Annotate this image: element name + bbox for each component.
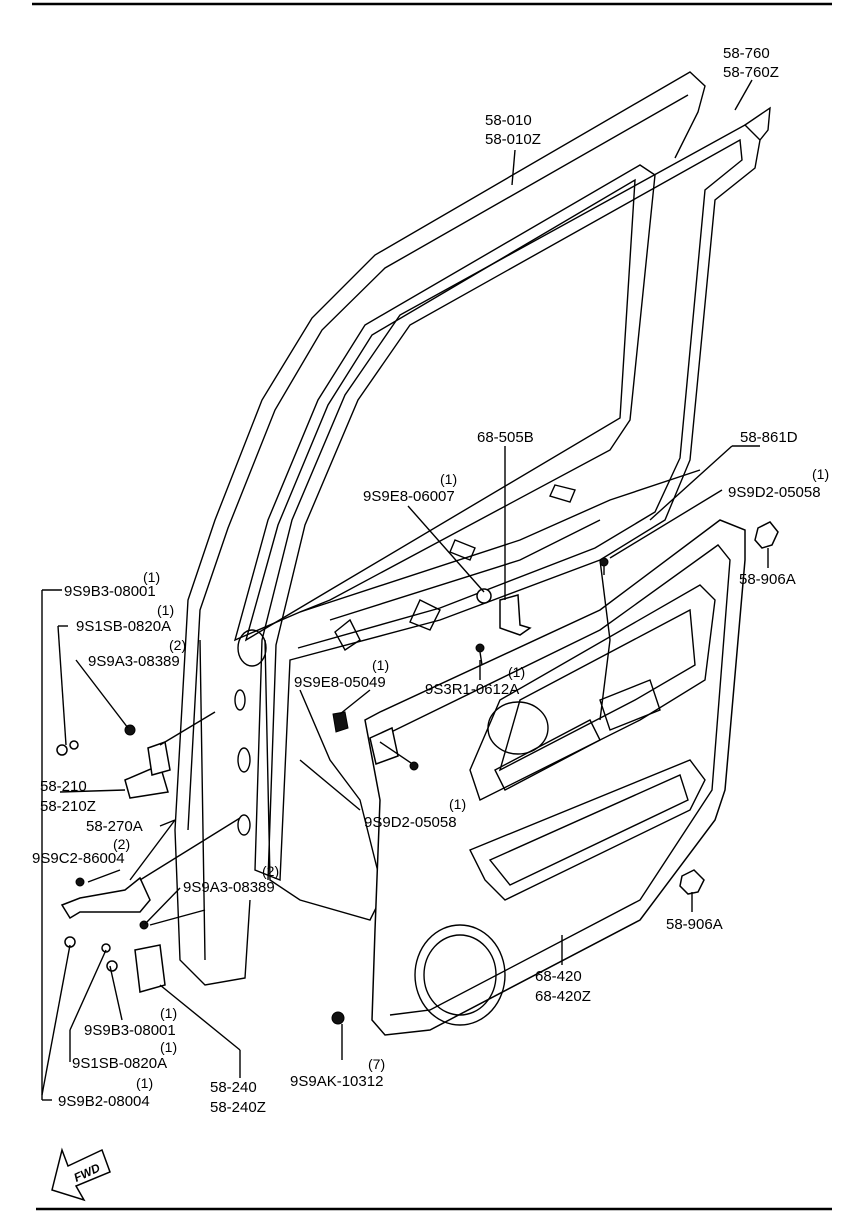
callout-9s9ak-10312: (7) 9S9AK-10312 bbox=[290, 1056, 385, 1090]
callout-9s9e8-05049-qty: (1) bbox=[372, 657, 389, 673]
weatherstrip-illustration bbox=[254, 106, 771, 882]
callout-9s9b2-08004: (1) 9S9B2-08004 bbox=[58, 1075, 153, 1110]
callout-9s3r1-0612a: (1) 9S3R1-0612A bbox=[425, 664, 525, 698]
callout-58-010-line2: 58-010Z bbox=[485, 131, 541, 148]
fastener-parts bbox=[56, 521, 779, 1025]
bracket-68-505b-icon bbox=[499, 594, 532, 636]
callout-58-906a-low-line1: 58-906A bbox=[666, 916, 723, 933]
callout-9s1sb-0820a-bot-part: 9S1SB-0820A bbox=[72, 1055, 167, 1072]
callout-9s9a3-08389-mid: 9S9A3-08389 (2) bbox=[183, 863, 279, 896]
callout-9s9a3-08389-top: (2) 9S9A3-08389 bbox=[88, 637, 186, 670]
hinge-lower-icon bbox=[134, 944, 166, 993]
callout-9s9ak-10312-qty: (7) bbox=[368, 1056, 385, 1072]
callout-9s9b3-08001-bot-part: 9S9B3-08001 bbox=[84, 1022, 176, 1039]
callout-58-010: 58-010 58-010Z bbox=[485, 112, 541, 148]
callout-9s9a3-08389-top-part: 9S9A3-08389 bbox=[88, 653, 180, 670]
callout-9s9e8-06007-qty: (1) bbox=[440, 471, 457, 487]
callout-58-861d: 58-861D bbox=[740, 429, 798, 446]
callout-9s1sb-0820a-bot-qty: (1) bbox=[160, 1039, 177, 1055]
callout-58-270a-line1: 58-270A bbox=[86, 818, 143, 835]
trim-panel-illustration bbox=[364, 519, 746, 1036]
door-checker-icon bbox=[60, 876, 151, 920]
callout-68-505b-line1: 68-505B bbox=[477, 429, 534, 446]
leader-lines bbox=[41, 79, 769, 1101]
callout-9s9d2-05058-top: (1) 9S9D2-05058 bbox=[728, 466, 829, 501]
callout-9s1sb-0820a-top-qty: (1) bbox=[157, 602, 174, 618]
callout-58-240-line1: 58-240 bbox=[210, 1079, 257, 1096]
callout-9s9b2-08004-qty: (1) bbox=[136, 1075, 153, 1091]
callout-9s9b3-08001-top-qty: (1) bbox=[143, 569, 160, 585]
callout-9s9c2-86004-qty: (2) bbox=[113, 836, 130, 852]
callout-9s3r1-0612a-qty: (1) bbox=[508, 664, 525, 680]
nut-9s9e8-06007-icon bbox=[476, 588, 492, 604]
callout-9s9d2-05058-top-qty: (1) bbox=[812, 466, 829, 482]
callout-58-240-line2: 58-240Z bbox=[210, 1099, 266, 1116]
callout-58-760-line2: 58-760Z bbox=[723, 64, 779, 81]
callout-58-010-line1: 58-010 bbox=[485, 112, 532, 129]
callout-9s9ak-10312-part: 9S9AK-10312 bbox=[290, 1073, 383, 1090]
callout-9s9c2-86004-part: 9S9C2-86004 bbox=[32, 850, 125, 867]
callout-58-760-line1: 58-760 bbox=[723, 45, 770, 62]
callout-9s1sb-0820a-top-part: 9S1SB-0820A bbox=[76, 618, 171, 635]
callout-9s9a3-08389-mid-part: 9S9A3-08389 bbox=[183, 879, 275, 896]
callout-9s9b3-08001-bot: 9S9B3-08001 (1) bbox=[84, 1005, 177, 1039]
clip-9s9e8-05049-icon bbox=[332, 711, 349, 733]
callout-9s9d2-05058-top-part: 9S9D2-05058 bbox=[728, 484, 821, 501]
callout-58-240: 58-240 58-240Z bbox=[210, 1079, 266, 1116]
callout-68-505b: 68-505B bbox=[477, 429, 534, 446]
callout-9s9a3-08389-mid-qty: (2) bbox=[262, 863, 279, 879]
callout-9s1sb-0820a-bot: 9S1SB-0820A (1) bbox=[72, 1039, 177, 1072]
callout-9s1sb-0820a-top: (1) 9S1SB-0820A bbox=[76, 602, 174, 635]
clip-58-906a-low-icon bbox=[679, 869, 705, 895]
callout-68-420-line1: 68-420 bbox=[535, 968, 582, 985]
callout-9s9b2-08004-part: 9S9B2-08004 bbox=[58, 1093, 150, 1110]
callout-9s9b3-08001-top-part: 9S9B3-08001 bbox=[64, 583, 156, 600]
callout-58-210: 58-210 58-210Z bbox=[40, 778, 96, 815]
callout-9s9d2-05058-mid-part: 9S9D2-05058 bbox=[364, 814, 457, 831]
clip-58-906a-top-icon bbox=[754, 521, 779, 549]
callout-9s9a3-08389-top-qty: (2) bbox=[169, 637, 186, 653]
callout-9s3r1-0612a-part: 9S3R1-0612A bbox=[425, 681, 519, 698]
callout-9s9d2-05058-mid: (1) 9S9D2-05058 bbox=[364, 796, 466, 831]
callout-58-270a: 58-270A bbox=[86, 818, 143, 835]
callout-68-420: 68-420 68-420Z bbox=[535, 968, 591, 1005]
callout-58-760: 58-760 58-760Z bbox=[723, 45, 779, 81]
callout-58-906a-top: 58-906A bbox=[739, 571, 796, 588]
callout-58-906a-low: 58-906A bbox=[666, 916, 723, 933]
callout-9s9d2-05058-mid-qty: (1) bbox=[449, 796, 466, 812]
callout-9s9b3-08001-bot-qty: (1) bbox=[160, 1005, 177, 1021]
callout-9s9e8-06007-part: 9S9E8-06007 bbox=[363, 488, 455, 505]
callout-58-861d-line1: 58-861D bbox=[740, 429, 798, 446]
fwd-arrow-icon: FWD bbox=[51, 1147, 111, 1202]
callout-9s9e8-06007: (1) 9S9E8-06007 bbox=[363, 471, 457, 505]
callout-58-906a-top-line1: 58-906A bbox=[739, 571, 796, 588]
callout-9s9e8-05049: (1) 9S9E8-05049 bbox=[294, 657, 389, 691]
callout-9s9e8-05049-part: 9S9E8-05049 bbox=[294, 674, 386, 691]
callout-9s9b3-08001-top: (1) 9S9B3-08001 bbox=[64, 569, 160, 600]
callout-68-420-line2: 68-420Z bbox=[535, 988, 591, 1005]
callout-58-210-line1: 58-210 bbox=[40, 778, 87, 795]
callout-9s9c2-86004: 9S9C2-86004 (2) bbox=[32, 836, 130, 867]
callout-58-210-line2: 58-210Z bbox=[40, 798, 96, 815]
